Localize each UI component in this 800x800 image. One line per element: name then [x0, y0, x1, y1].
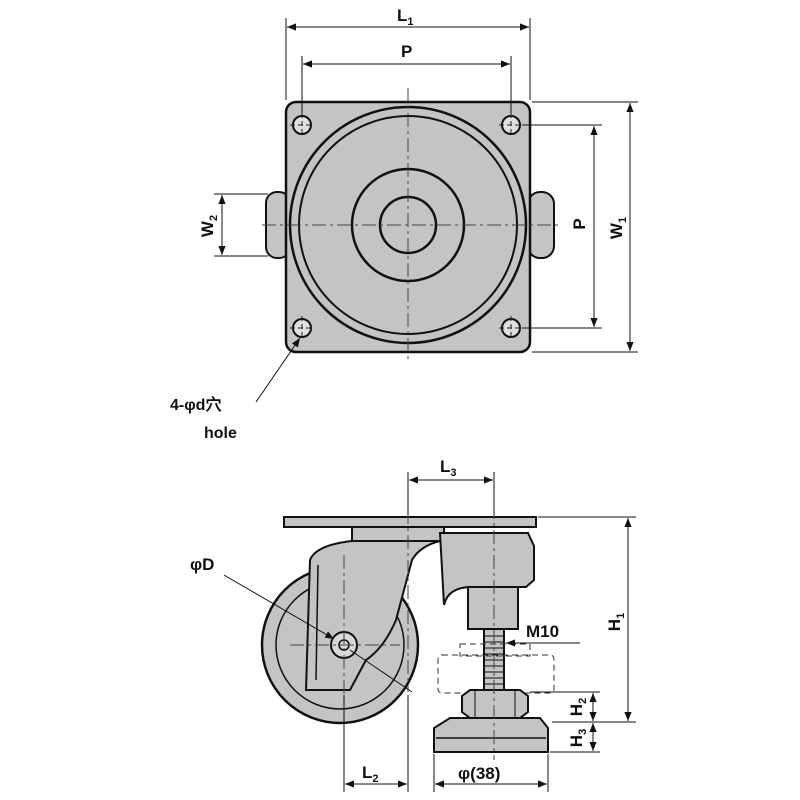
dim-pad-diameter-label: φ(38) — [458, 764, 500, 783]
side-center-lines — [290, 505, 495, 760]
dim-M10-label: M10 — [526, 622, 559, 641]
center-lines — [262, 88, 560, 362]
dim-H1: H1 — [538, 516, 636, 723]
dim-L2-label: L2 — [362, 763, 379, 785]
leveling-pad — [433, 717, 549, 753]
dim-D: φD — [190, 555, 413, 693]
dim-W1: W1 — [532, 101, 638, 353]
dim-pad-diameter: φ(38) — [433, 754, 549, 792]
hole-note-line1: 4-φd穴 — [170, 395, 221, 414]
dim-P-horizontal: P — [301, 42, 512, 114]
swivel-bearing — [351, 526, 445, 542]
lock-nut — [461, 689, 529, 719]
dim-D-label: φD — [190, 555, 214, 574]
mounting-plate — [283, 516, 537, 528]
dim-H3-label: H3 — [567, 729, 589, 747]
dim-W2-label: W2 — [198, 215, 220, 237]
dim-W1-label: W1 — [607, 217, 629, 239]
dim-W2: W2 — [198, 193, 268, 257]
dim-P-vertical-label: P — [570, 218, 589, 229]
dim-M10: M10 — [506, 622, 580, 647]
dim-L2: L2 — [343, 695, 409, 792]
dim-L3: L3 — [407, 457, 495, 515]
top-view: L1 P P W1 W2 — [170, 6, 638, 442]
hole-leader: 4-φd穴 hole — [170, 337, 301, 442]
dim-L1: L1 — [285, 6, 531, 100]
dim-H1-label: H1 — [605, 613, 627, 631]
dim-H2-H3: H2 H3 — [530, 691, 600, 753]
dim-L3-label: L3 — [440, 457, 457, 479]
dim-P-horizontal-label: P — [401, 42, 412, 61]
dim-P-vertical: P — [522, 124, 602, 329]
hole-note-line2: hole — [204, 425, 237, 442]
dim-L1-label: L1 — [397, 6, 414, 28]
fork-inner-line — [315, 564, 319, 681]
leveler-body — [467, 586, 519, 630]
side-view: L3 φD M10 H1 H2 H3 — [190, 457, 636, 792]
dim-H2-label: H2 — [567, 698, 589, 716]
mounting-holes — [290, 113, 523, 340]
